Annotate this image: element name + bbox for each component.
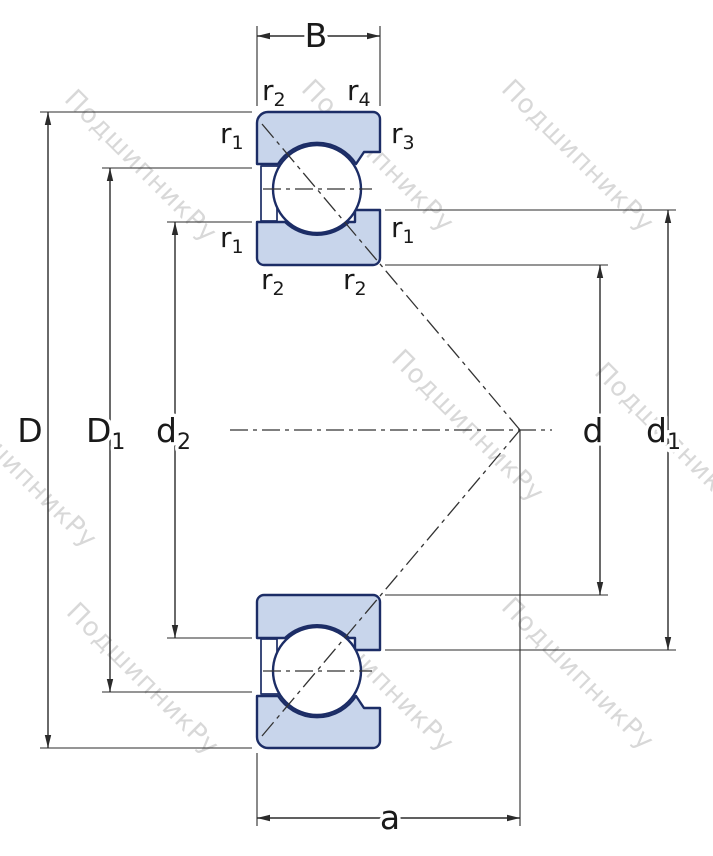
label-main: r bbox=[262, 74, 274, 107]
dim-label-B: B bbox=[305, 16, 328, 55]
label-sub: 2 bbox=[274, 89, 286, 111]
label-sub: 1 bbox=[667, 430, 681, 455]
label-sub: 2 bbox=[273, 278, 285, 300]
label-main: d bbox=[583, 411, 604, 450]
label-main: r bbox=[220, 117, 232, 150]
r-label-r2-bottom-right: r2 bbox=[343, 263, 367, 300]
dim-label-D: D bbox=[17, 411, 42, 450]
radius-labels: r2 r4 r1 r3 r1 r1 r2 r2 bbox=[217, 71, 418, 303]
label-main: a bbox=[380, 798, 400, 837]
label-sub: 3 bbox=[403, 132, 415, 154]
label-main: d bbox=[156, 411, 177, 450]
contact-line-upper bbox=[261, 123, 521, 431]
dim-label-d2: d2 bbox=[156, 411, 191, 455]
label-main: r bbox=[391, 117, 403, 150]
label-sub: 4 bbox=[359, 89, 371, 111]
label-main: d bbox=[646, 411, 667, 450]
label-main: D bbox=[86, 411, 111, 450]
label-main: r bbox=[343, 263, 355, 296]
label-main: r bbox=[261, 263, 273, 296]
r-label-r2-bottom-left: r2 bbox=[261, 263, 285, 300]
label-sub: 1 bbox=[111, 430, 125, 455]
label-main: r bbox=[347, 74, 359, 107]
label-sub: 2 bbox=[355, 278, 367, 300]
dim-label-d1: d1 bbox=[646, 411, 681, 455]
label-sub: 2 bbox=[177, 430, 191, 455]
r-label-r3-outer-right: r3 bbox=[391, 117, 415, 154]
label-sub: 1 bbox=[403, 226, 415, 248]
label-sub: 1 bbox=[232, 236, 244, 258]
label-main: D bbox=[17, 411, 42, 450]
r-label-r1-inner-right: r1 bbox=[391, 211, 415, 248]
label-main: r bbox=[391, 211, 403, 244]
label-main: r bbox=[220, 221, 232, 254]
extension-lines bbox=[40, 26, 676, 826]
centerlines bbox=[230, 123, 552, 737]
dim-label-a: a bbox=[380, 798, 400, 837]
r-label-r2-top-left: r2 bbox=[262, 74, 286, 111]
r-label-r1-outer-left: r1 bbox=[220, 117, 244, 154]
label-sub: 1 bbox=[232, 132, 244, 154]
dim-label-d: d bbox=[583, 411, 604, 450]
dim-label-D1: D1 bbox=[86, 411, 125, 455]
r-label-r4-top-right: r4 bbox=[347, 74, 371, 111]
outer-ring bbox=[255, 110, 382, 166]
bearing-section-top bbox=[255, 110, 382, 267]
dimension-lines bbox=[44, 32, 672, 822]
r-label-r1-inner-left: r1 bbox=[220, 221, 244, 258]
dimension-labels: B D D1 d2 d d1 a bbox=[14, 13, 685, 841]
contact-line-lower bbox=[261, 429, 521, 737]
label-main: B bbox=[305, 16, 328, 55]
